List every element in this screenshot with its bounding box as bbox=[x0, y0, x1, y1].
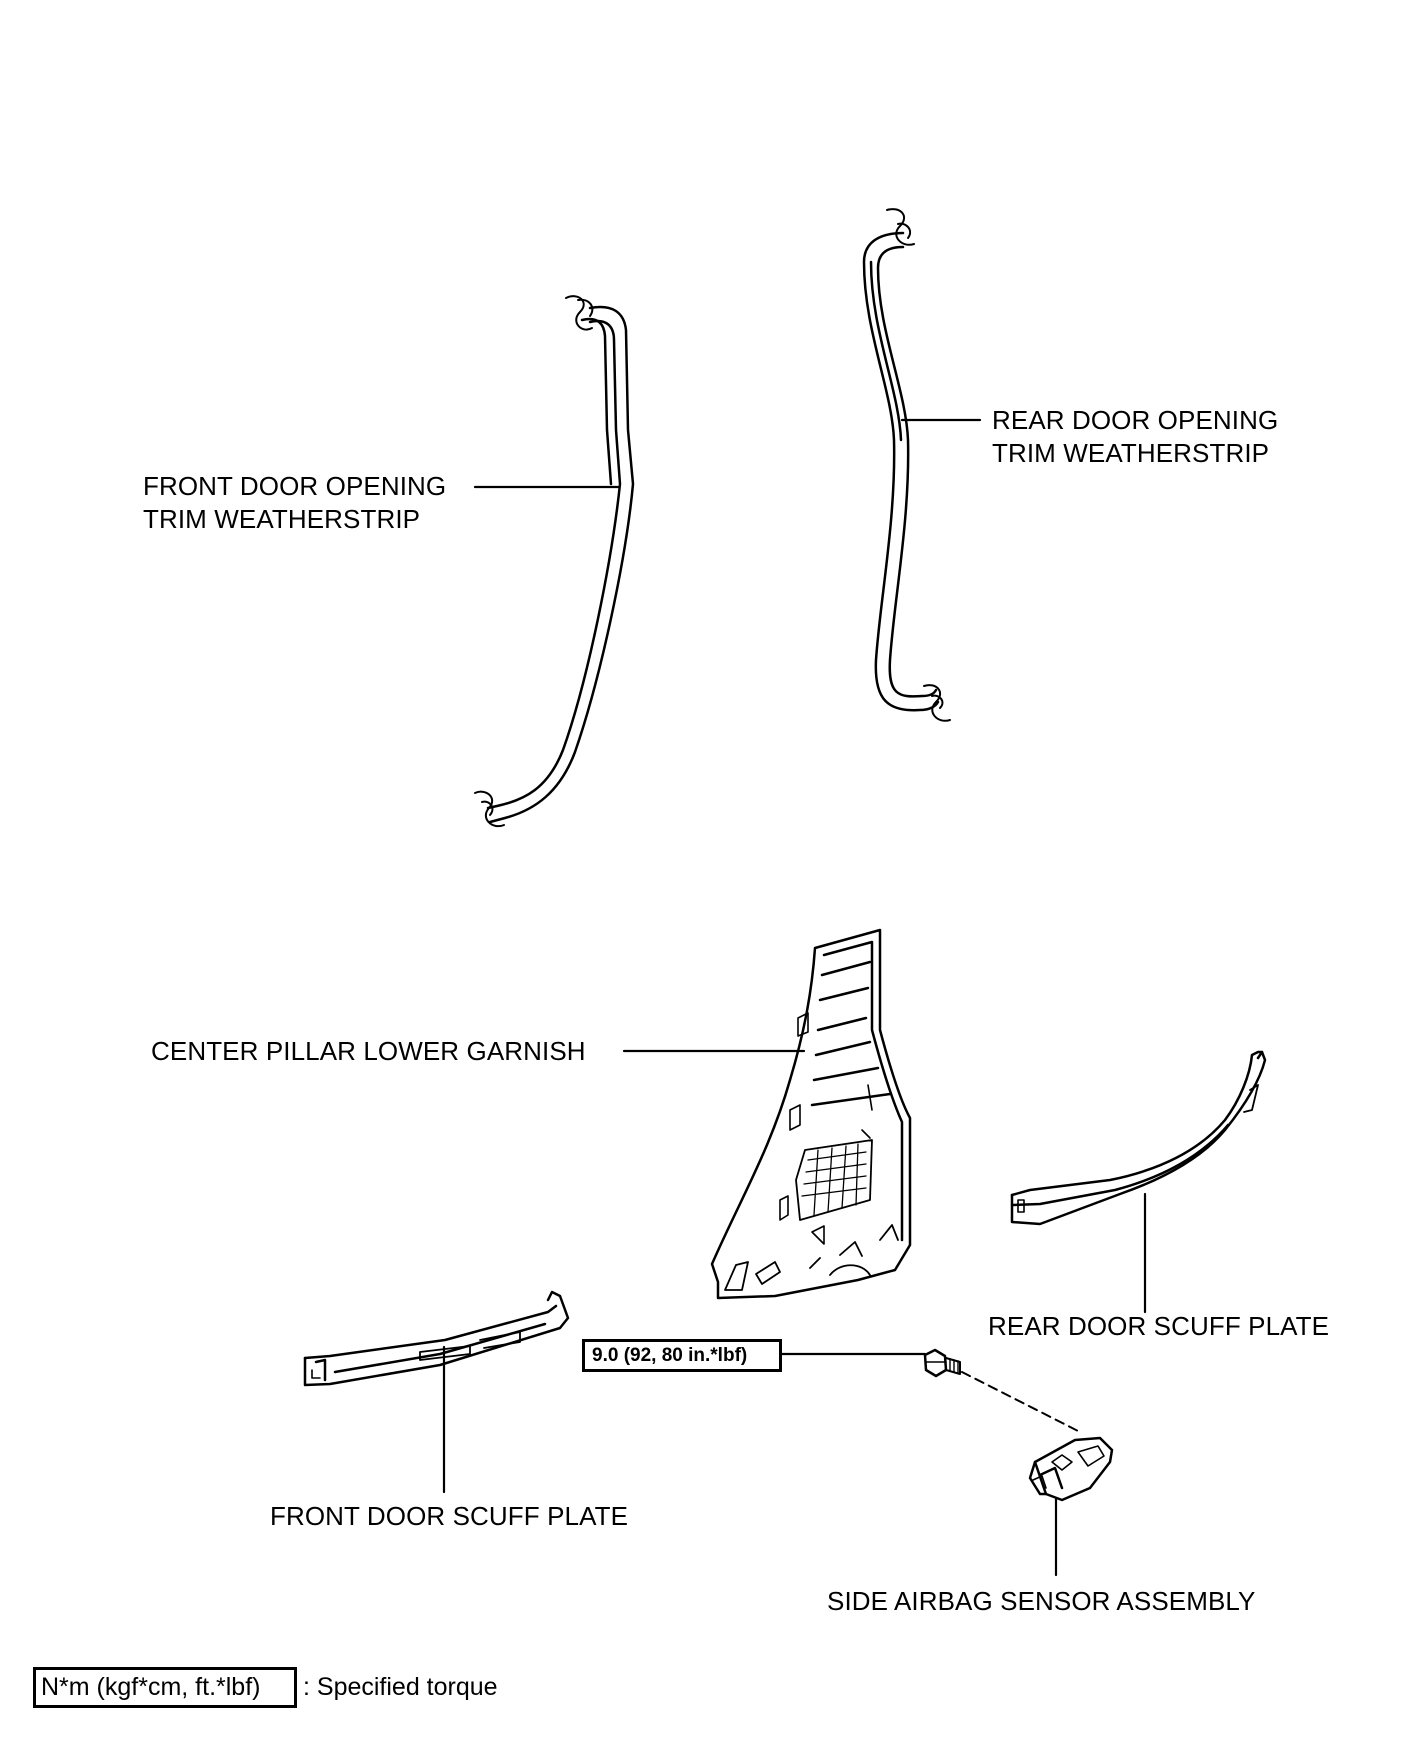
airbag-sensor-drawing bbox=[1028, 1436, 1114, 1502]
front-door-weatherstrip-drawing bbox=[474, 295, 635, 828]
front-scuff-plate-drawing bbox=[303, 1290, 570, 1387]
front-scuff-plate-label: FRONT DOOR SCUFF PLATE bbox=[270, 1501, 629, 1531]
legend-units-box: N*m (kgf*cm, ft.*lbf) bbox=[33, 1667, 297, 1708]
torque-spec-box: 9.0 (92, 80 in.*lbf) bbox=[582, 1339, 782, 1372]
bolt-drawing bbox=[923, 1348, 961, 1378]
rear-scuff-plate-label: REAR DOOR SCUFF PLATE bbox=[988, 1311, 1330, 1341]
rear-scuff-plate-drawing bbox=[1010, 1050, 1267, 1226]
center-pillar-garnish-label: CENTER PILLAR LOWER GARNISH bbox=[151, 1036, 586, 1066]
torque-spec-value: 9.0 (92, 80 in.*lbf) bbox=[592, 1345, 748, 1366]
center-pillar-garnish-drawing bbox=[710, 928, 912, 1300]
legend-units-text: N*m (kgf*cm, ft.*lbf) bbox=[41, 1673, 261, 1701]
leader-lines bbox=[442, 418, 1147, 1577]
bolt-install-dashed-line bbox=[961, 1371, 1081, 1433]
legend-description: : Specified torque bbox=[303, 1673, 498, 1701]
side-airbag-sensor-label: SIDE AIRBAG SENSOR ASSEMBLY bbox=[827, 1586, 1256, 1616]
rear-door-weatherstrip-drawing bbox=[862, 208, 951, 722]
rear-weatherstrip-label: REAR DOOR OPENING TRIM WEATHERSTRIP bbox=[992, 405, 1279, 468]
front-weatherstrip-label: FRONT DOOR OPENING TRIM WEATHERSTRIP bbox=[143, 471, 447, 534]
